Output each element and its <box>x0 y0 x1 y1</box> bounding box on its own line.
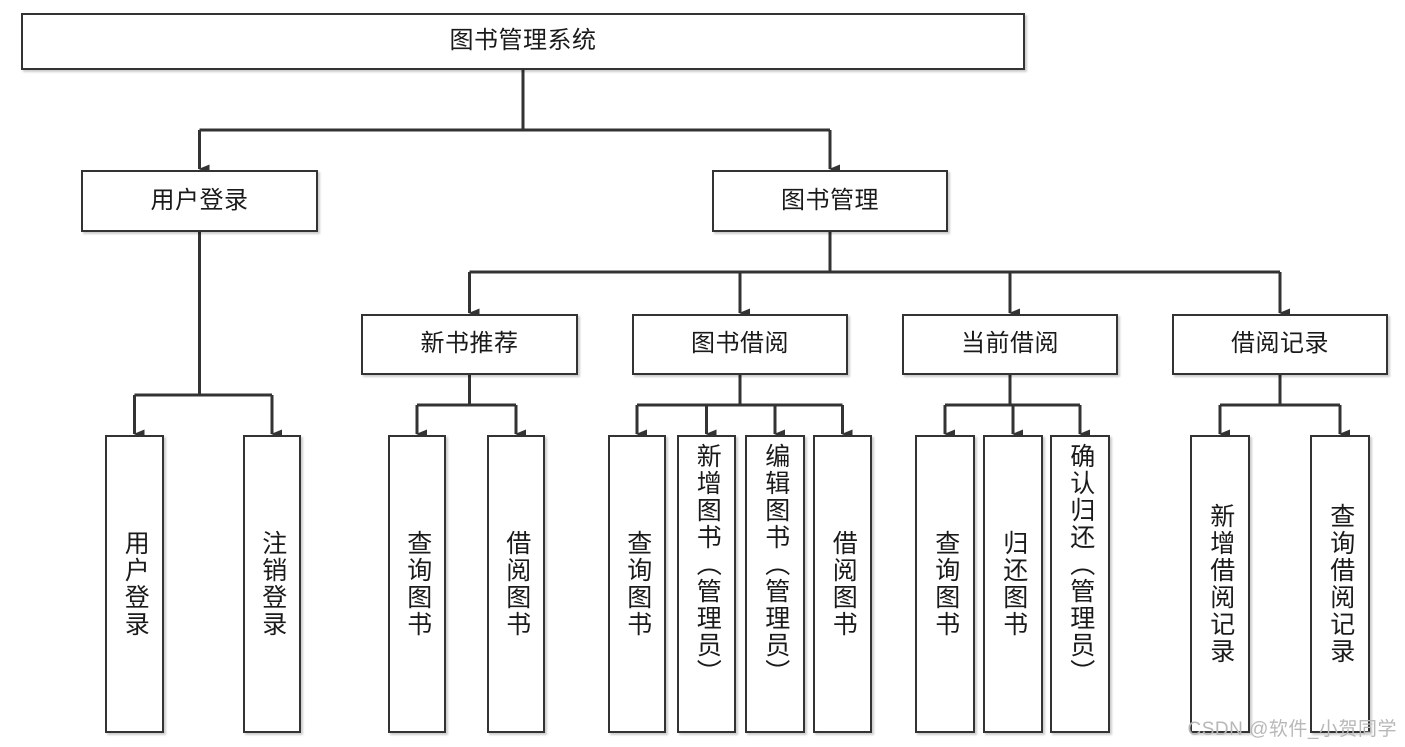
node-leaf-cur-confirm[interactable]: 确认归还（管理员） <box>1050 435 1110 733</box>
node-leaf-rec-borrow[interactable]: 借阅图书 <box>487 435 545 733</box>
node-label: 用户登录 <box>150 186 249 214</box>
node-leaf-cur-query[interactable]: 查询图书 <box>915 435 975 733</box>
node-label: 借阅记录 <box>1231 330 1329 358</box>
node-label: 查询借阅记录 <box>1326 503 1355 665</box>
node-label: 图书管理 <box>781 186 879 214</box>
node-label: 查询图书 <box>403 530 432 638</box>
node-label: 图书管理系统 <box>449 27 597 55</box>
node-leaf-rec-query[interactable]: 查询图书 <box>388 435 446 733</box>
node-leaf-user-login[interactable]: 用户登录 <box>105 435 164 733</box>
node-leaf-rcd-query[interactable]: 查询借阅记录 <box>1310 435 1370 733</box>
node-leaf-brw-lend[interactable]: 借阅图书 <box>813 435 872 733</box>
node-label: 借阅图书 <box>829 530 858 638</box>
edge-paths <box>133 70 1350 439</box>
node-label: 注销登录 <box>258 530 287 638</box>
node-label: 查询图书 <box>623 530 652 638</box>
node-label: 当前借阅 <box>961 330 1059 358</box>
node-book-manage[interactable]: 图书管理 <box>712 170 948 232</box>
node-leaf-brw-query[interactable]: 查询图书 <box>608 435 666 733</box>
node-label: 新书推荐 <box>420 330 519 358</box>
node-label: 新增借阅记录 <box>1206 503 1235 665</box>
node-new-book-rec[interactable]: 新书推荐 <box>361 314 578 375</box>
node-label: 确认归还（管理员） <box>1066 443 1095 686</box>
node-label: 新增图书（管理员） <box>693 443 722 686</box>
watermark: CSDN @软件_小贺同学 <box>1187 719 1397 740</box>
node-label: 借阅图书 <box>502 530 531 638</box>
node-book-borrow[interactable]: 图书借阅 <box>632 314 848 375</box>
node-current-borrow[interactable]: 当前借阅 <box>902 314 1118 375</box>
node-root[interactable]: 图书管理系统 <box>21 13 1025 70</box>
node-user-login[interactable]: 用户登录 <box>81 170 318 232</box>
node-label: 编辑图书（管理员） <box>761 443 790 686</box>
node-leaf-rcd-add[interactable]: 新增借阅记录 <box>1190 435 1250 733</box>
node-borrow-record[interactable]: 借阅记录 <box>1172 314 1388 375</box>
node-leaf-cur-return[interactable]: 归还图书 <box>983 435 1043 733</box>
node-leaf-brw-add[interactable]: 新增图书（管理员） <box>677 435 736 733</box>
node-leaf-user-logout[interactable]: 注销登录 <box>243 435 301 733</box>
node-label: 图书借阅 <box>691 330 789 358</box>
node-leaf-brw-edit[interactable]: 编辑图书（管理员） <box>745 435 805 733</box>
node-label: 查询图书 <box>931 530 960 638</box>
node-label: 归还图书 <box>999 530 1028 638</box>
node-label: 用户登录 <box>121 530 150 638</box>
